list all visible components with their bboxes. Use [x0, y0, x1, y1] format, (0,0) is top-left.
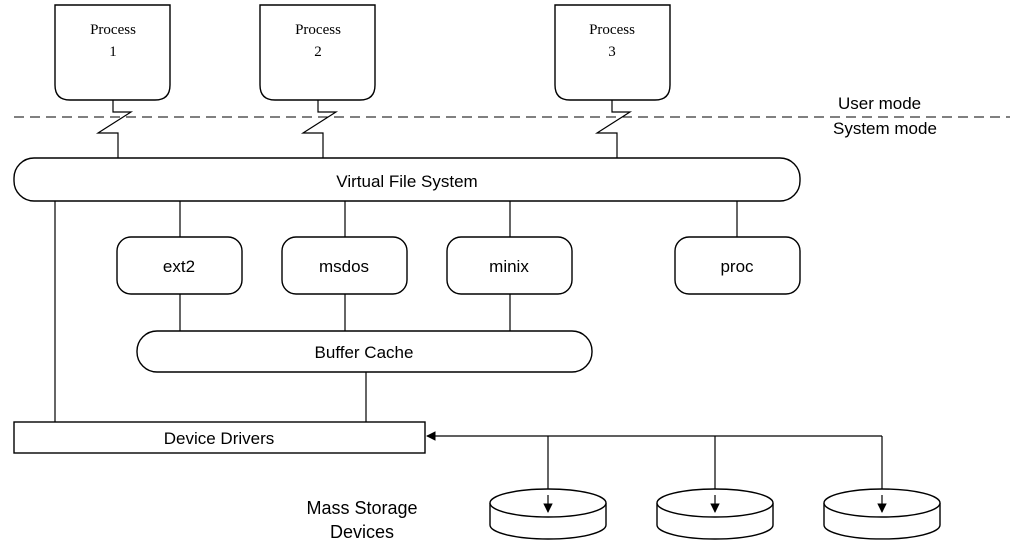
- process-3-number: 3: [608, 44, 616, 60]
- process-2: Process 2: [259, 4, 376, 101]
- system-mode-label: System mode: [833, 119, 937, 138]
- process-1: Process 1: [54, 4, 171, 101]
- syscall-bolt-3: [594, 100, 633, 158]
- fs-msdos-label: msdos: [319, 257, 369, 276]
- buffer-cache: Buffer Cache: [136, 330, 593, 373]
- fs-minix-label: minix: [489, 257, 529, 276]
- process-1-number: 1: [109, 44, 117, 60]
- fs-msdos: msdos: [281, 236, 408, 295]
- fs-proc-label: proc: [720, 257, 754, 276]
- process-3: Process 3: [554, 4, 671, 101]
- buffer-cache-label: Buffer Cache: [315, 343, 414, 362]
- virtual-file-system: Virtual File System: [13, 157, 801, 202]
- syscall-bolt-1: [95, 100, 134, 158]
- mass-storage-label-devices: Devices: [330, 522, 394, 542]
- vfs-label: Virtual File System: [336, 172, 477, 191]
- process-2-label: Process: [295, 22, 341, 38]
- fs-ext2: ext2: [116, 236, 243, 295]
- syscall-bolt-2: [300, 100, 339, 158]
- mass-storage-label: Mass Storage: [306, 498, 417, 518]
- process-1-label: Process: [90, 22, 136, 38]
- process-3-label: Process: [589, 22, 635, 38]
- device-drivers: Device Drivers: [13, 421, 426, 454]
- device-drivers-label: Device Drivers: [164, 429, 275, 448]
- fs-proc: proc: [674, 236, 801, 295]
- disk-icon: [823, 488, 941, 540]
- fs-minix: minix: [446, 236, 573, 295]
- user-mode-label: User mode: [838, 94, 921, 113]
- process-2-number: 2: [314, 44, 322, 60]
- fs-ext2-label: ext2: [163, 257, 195, 276]
